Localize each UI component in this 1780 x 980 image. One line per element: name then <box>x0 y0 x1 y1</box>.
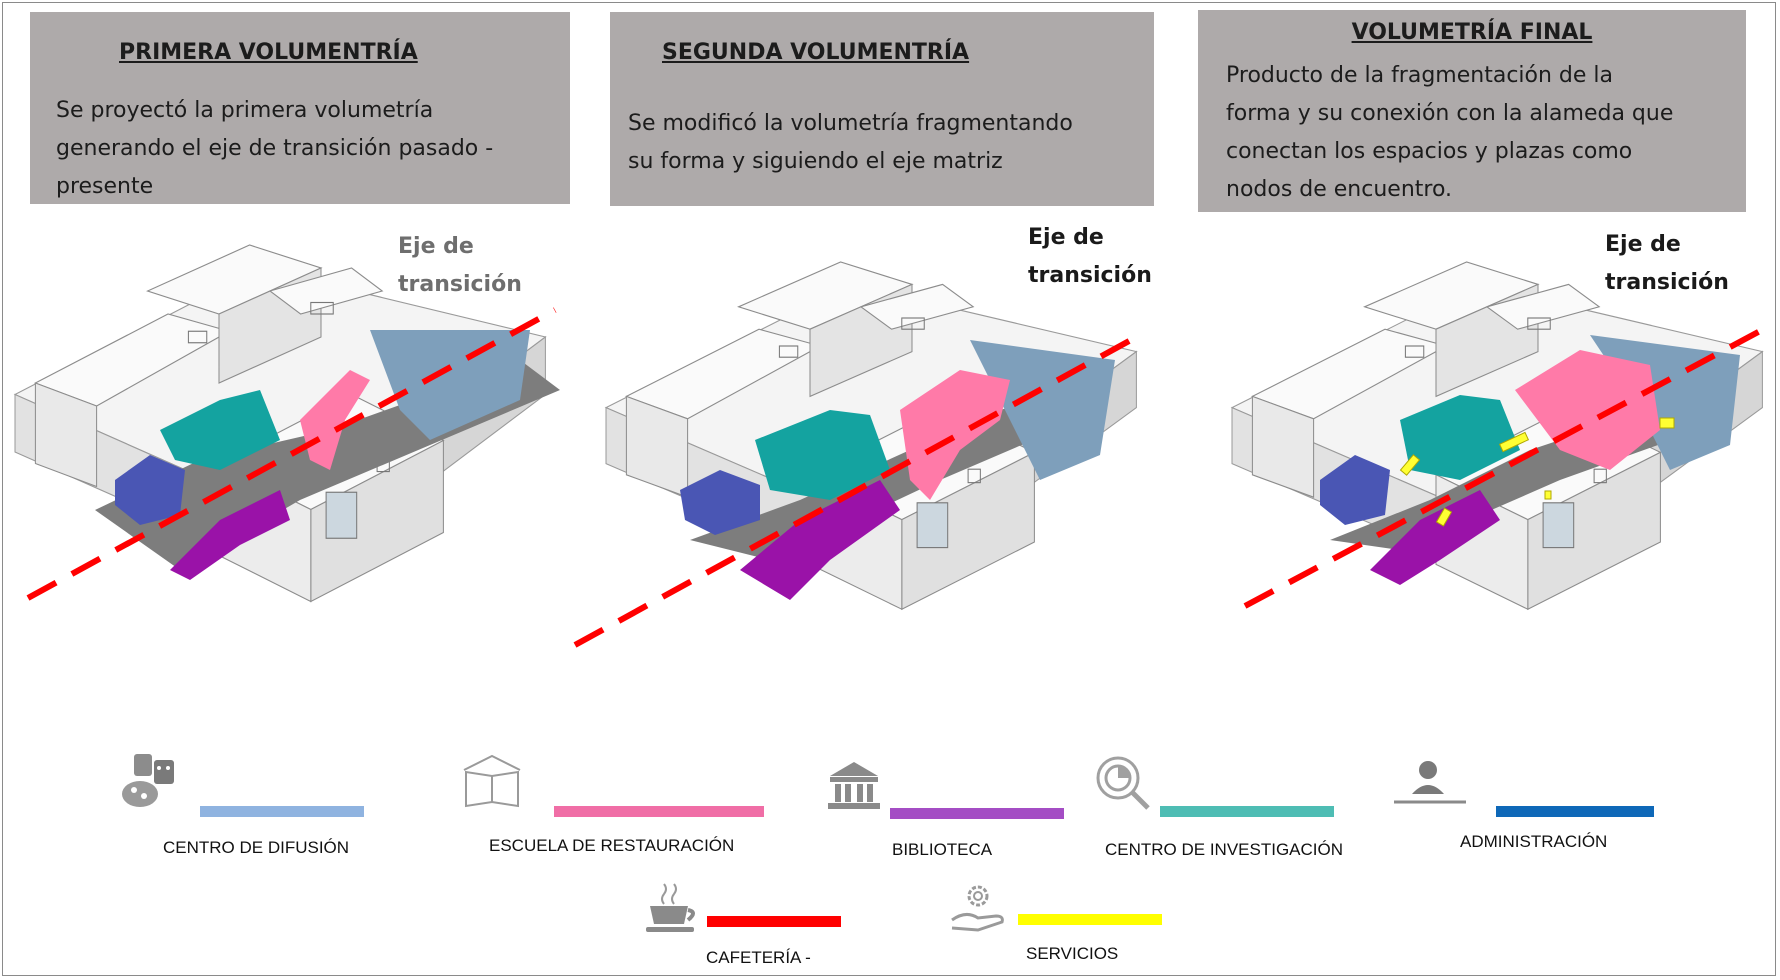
panel-title: PRIMERA VOLUMENTRÍA <box>119 40 418 65</box>
difusion-block <box>370 330 530 440</box>
legend-label: ADMINISTRACIÓN <box>1460 832 1608 851</box>
panel-volumetria-final: VOLUMETRÍA FINAL Producto de la fragment… <box>1198 10 1746 212</box>
scene-segunda-volumetria <box>573 261 1142 648</box>
investigacion-block <box>755 410 890 500</box>
legend-label: BIBLIOTECA <box>892 840 993 859</box>
gear-hand-icon <box>951 885 1004 932</box>
legend-label: CENTRO DE DIFUSIÓN <box>163 838 350 857</box>
panel-primera-volumetria: PRIMERA VOLUMENTRÍA Se proyectó la prime… <box>30 12 570 204</box>
legend-label: ESCUELA DE RESTAURACIÓN <box>489 836 735 855</box>
transition-axis-label: Eje de transición <box>398 228 522 292</box>
restauracion-block <box>900 370 1010 500</box>
legend-label: SERVICIOS <box>1026 944 1119 963</box>
description-line: nodos de encuentro. <box>1226 177 1453 202</box>
magnifier-chart-icon <box>1096 756 1150 810</box>
coffee-cup-icon <box>646 883 695 932</box>
investigacion-block <box>160 390 280 470</box>
biblioteca-block <box>740 480 900 600</box>
administracion-block <box>1320 455 1390 525</box>
open-book-icon <box>463 754 521 808</box>
legend-swatch <box>1160 806 1334 817</box>
axis-label-line: Eje de <box>398 234 474 259</box>
legend-swatch <box>707 916 841 927</box>
description-line: Se proyectó la primera volumetría <box>56 98 434 123</box>
legend-swatch <box>200 806 364 817</box>
transition-axis-line <box>26 307 557 601</box>
axis-label-line: Eje de <box>1605 232 1681 257</box>
description-line: su forma y siguiendo el eje matriz <box>628 149 1003 174</box>
panel-title: SEGUNDA VOLUMENTRÍA <box>662 40 970 65</box>
axis-label-line: transición <box>398 272 522 292</box>
axis-label-line: Eje de <box>1028 225 1104 250</box>
legend-swatch <box>554 806 764 817</box>
theater-masks-icon <box>122 754 174 807</box>
description-line: presente <box>56 174 154 199</box>
description-line: Se modificó la volumetría fragmentando <box>628 111 1073 136</box>
administracion-block <box>115 455 185 525</box>
difusion-block <box>970 340 1115 480</box>
restauracion-block <box>1515 350 1660 470</box>
description-line: Producto de la fragmentación de la <box>1226 63 1614 88</box>
legend-swatch <box>1496 806 1654 817</box>
description-line: generando el eje de transición pasado - <box>56 136 494 161</box>
legend-label: CAFETERÍA - <box>706 948 811 967</box>
legend-label: CENTRO DE INVESTIGACIÓN <box>1105 840 1344 859</box>
legend-swatch <box>1018 914 1162 925</box>
panel-title: VOLUMETRÍA FINAL <box>1351 20 1593 45</box>
panel-description: Se proyectó la primera volumetría genera… <box>56 92 556 206</box>
description-line: conectan los espacios y plazas como <box>1226 139 1633 164</box>
panel-segunda-volumetria: SEGUNDA VOLUMENTRÍA Se modificó la volum… <box>610 12 1154 206</box>
transition-axis-label: Eje de transición <box>1605 226 1729 302</box>
restauracion-block <box>300 370 370 470</box>
investigacion-block <box>1400 395 1520 480</box>
axis-label-line: transición <box>1028 263 1152 288</box>
scene-volumetria-final <box>1231 261 1764 610</box>
administracion-block <box>680 470 760 535</box>
person-desk-icon <box>1394 761 1466 804</box>
panel-description: Se modificó la volumetría fragmentando s… <box>628 105 1138 181</box>
legend-swatch <box>890 808 1064 819</box>
servicios-blocks <box>1399 417 1675 527</box>
transition-axis-label: Eje de transición <box>1028 219 1152 295</box>
description-line: forma y su conexión con la alameda que <box>1226 101 1674 126</box>
axis-label-line: transición <box>1605 270 1729 295</box>
transition-axis-line <box>573 332 1142 648</box>
biblioteca-block <box>1370 490 1500 585</box>
library-building-icon <box>828 762 880 809</box>
biblioteca-block <box>170 490 290 580</box>
panel-description: Producto de la fragmentación de la forma… <box>1226 57 1708 209</box>
scene-primera-volumetria <box>14 244 560 603</box>
